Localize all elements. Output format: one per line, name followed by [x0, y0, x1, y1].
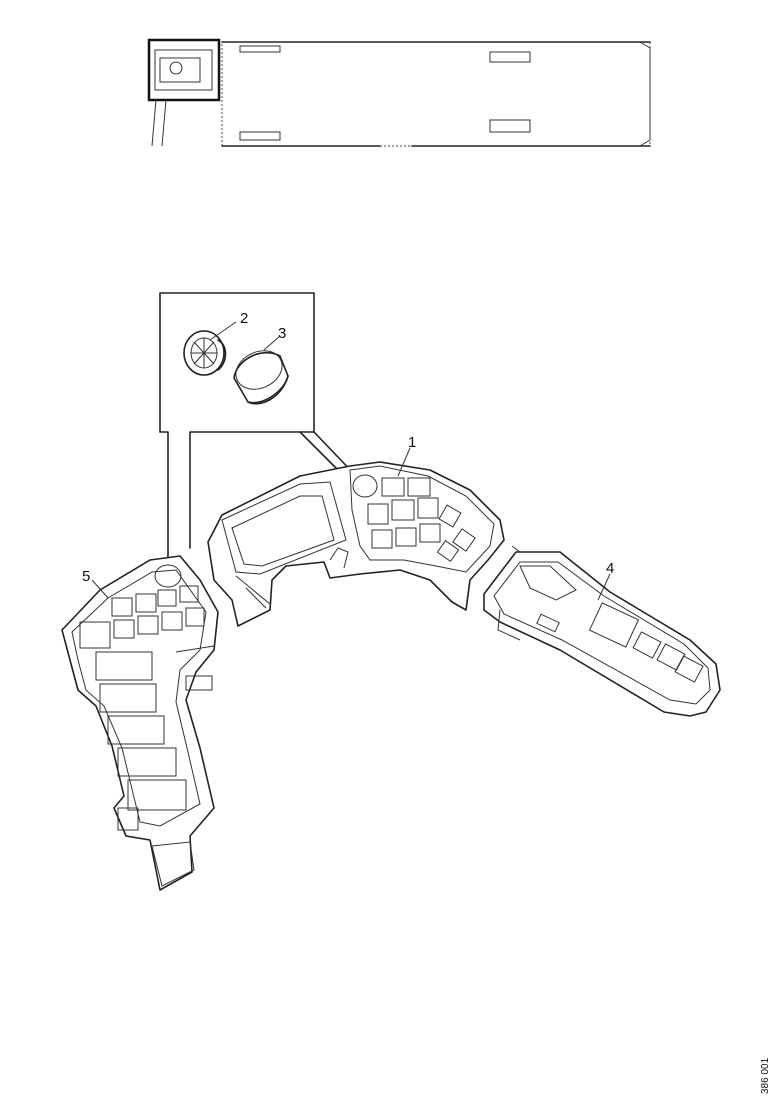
callout-5: 5: [82, 568, 90, 585]
callout-1: 1: [408, 434, 416, 451]
callout-4: 4: [606, 560, 614, 577]
drawing-code: 386 001: [760, 1057, 771, 1094]
knob-socket: [154, 564, 182, 588]
leader-lines: [91, 321, 611, 601]
knob-item-2: [183, 330, 227, 376]
callout-3: 3: [278, 325, 286, 342]
switch-slot: [381, 477, 405, 497]
right-console-item-4: [483, 545, 721, 717]
vehicle-locator-thumbnail: [147, 38, 651, 147]
dashboard-panel-item-1: [207, 461, 505, 627]
callout-2: 2: [240, 310, 248, 327]
knob-socket: [352, 474, 378, 498]
left-switch-panel-item-5: [61, 555, 219, 891]
cap-item-3: [233, 350, 289, 405]
locator-highlight-box: [147, 38, 221, 147]
detail-inset-box: [159, 292, 359, 561]
